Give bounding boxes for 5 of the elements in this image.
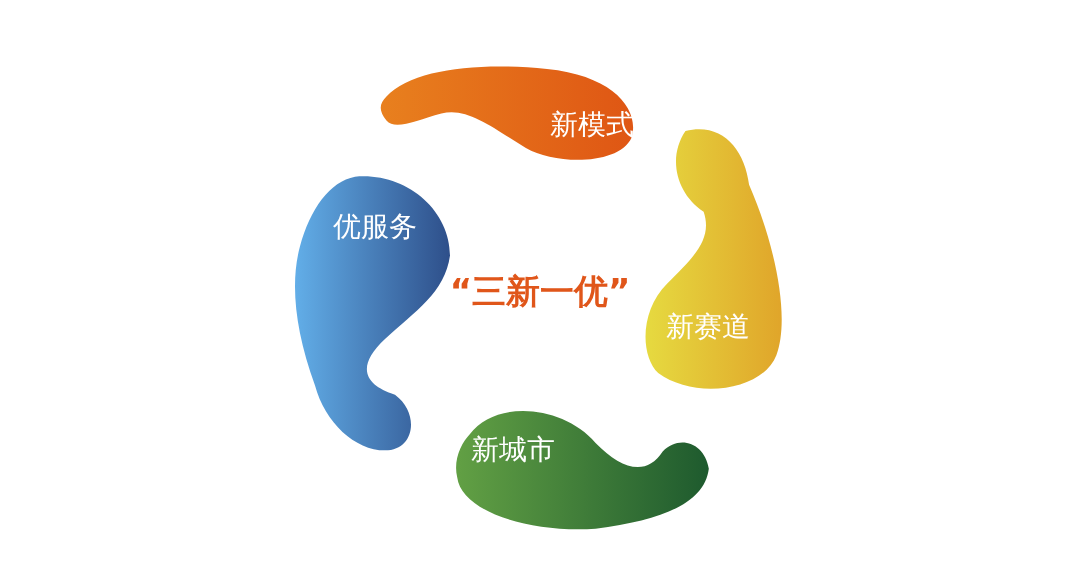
node-label: 新模式 <box>550 107 634 143</box>
center-heading: “三新一优” <box>449 270 631 313</box>
node-label: 优服务 <box>333 209 417 245</box>
node-label: 新赛道 <box>666 309 750 345</box>
node-label: 新城市 <box>471 432 555 468</box>
